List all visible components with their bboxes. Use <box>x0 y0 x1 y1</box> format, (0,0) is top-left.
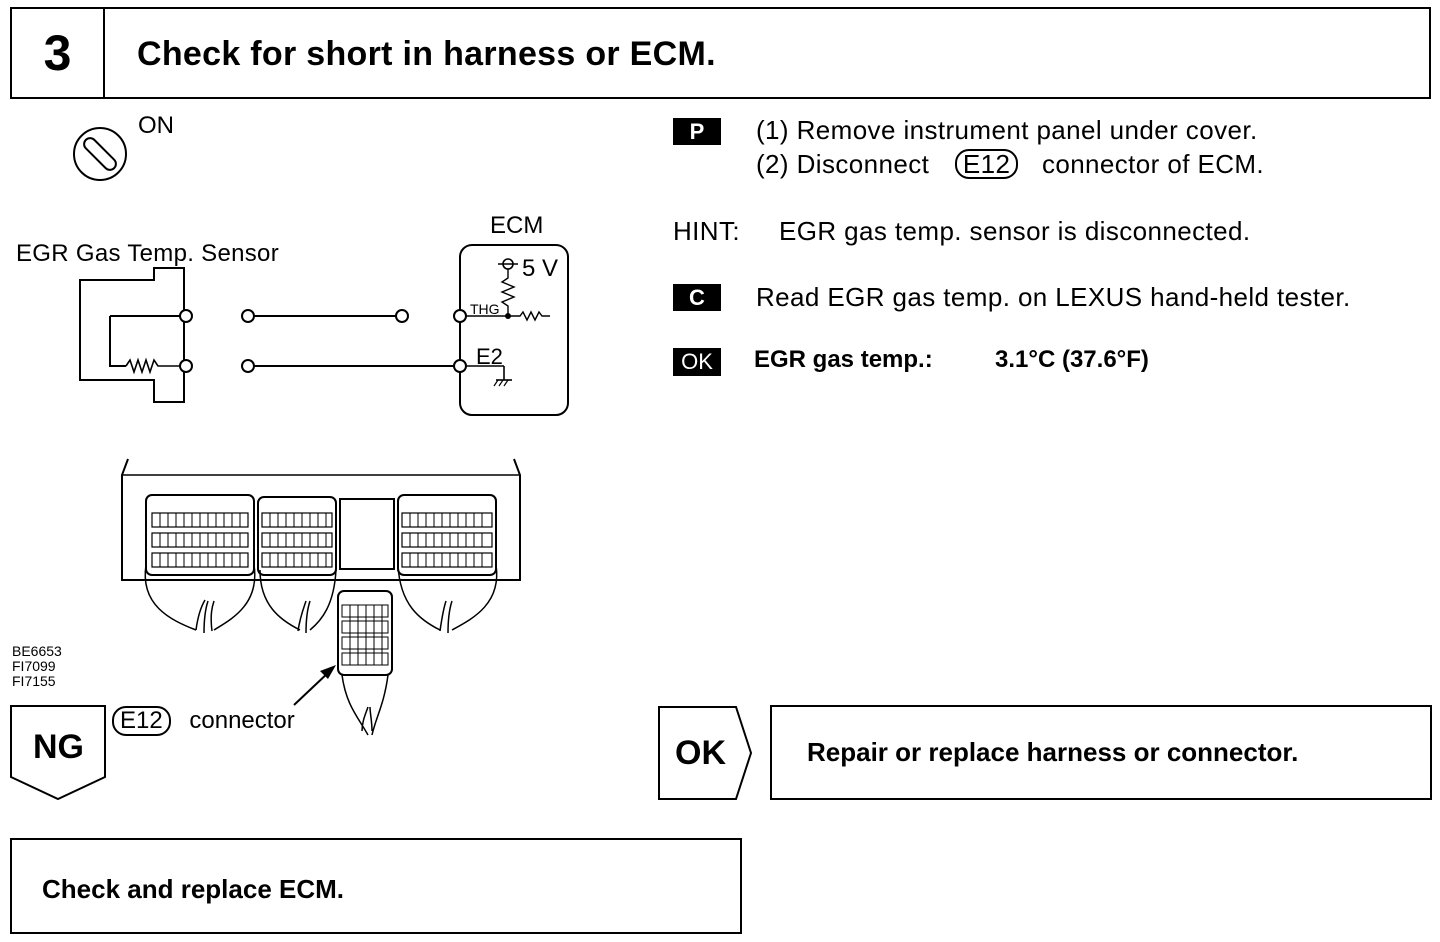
ok-result-label: OK <box>675 734 726 772</box>
step-number: 3 <box>12 9 105 97</box>
ignition-label: ON <box>138 112 174 139</box>
prep-badge: P <box>673 118 721 145</box>
prep-step-2: (2) Disconnect E12 connector of ECM. <box>756 149 1264 180</box>
connector-code: E12 <box>954 149 1019 179</box>
check-badge: C <box>673 284 721 311</box>
hint-text: EGR gas temp. sensor is disconnected. <box>779 216 1251 246</box>
prep-step-1: (1) Remove instrument panel under cover. <box>756 115 1258 145</box>
prep-step-2-prefix: (2) Disconnect <box>756 149 930 179</box>
ng-arrow-shape <box>10 705 106 801</box>
thg-label: THG <box>470 301 500 317</box>
figure-code: FI7155 <box>12 673 56 689</box>
page-title: Check for short in harness or ECM. <box>137 35 716 73</box>
wiring-diagram <box>79 244 569 416</box>
hint-label: HINT: <box>673 216 740 246</box>
ok-arrow-shape <box>658 706 753 800</box>
figure-code: BE6653 <box>12 643 62 659</box>
ecm-connector-illustration <box>121 458 521 736</box>
connector-code: E12 <box>112 706 171 736</box>
ignition-switch-icon <box>73 127 127 181</box>
ok-result-action: Repair or replace harness or connector. <box>807 737 1299 767</box>
ok-condition-label: EGR gas temp.: <box>754 346 933 373</box>
ecm-label: ECM <box>490 212 544 239</box>
ok-result-box: Repair or replace harness or connector. <box>770 705 1432 800</box>
voltage-label: 5 V <box>522 255 559 282</box>
ok-badge: OK <box>673 348 721 376</box>
step-header: 3 Check for short in harness or ECM. <box>10 7 1431 99</box>
e2-label: E2 <box>476 344 503 369</box>
ok-condition-value: 3.1°C (37.6°F) <box>995 346 1149 373</box>
check-text: Read EGR gas temp. on LEXUS hand-held te… <box>756 282 1351 312</box>
prep-step-2-suffix: connector of ECM. <box>1041 149 1265 179</box>
ng-label: NG <box>33 728 84 766</box>
ng-result-action: Check and replace ECM. <box>42 874 344 904</box>
figure-code: FI7099 <box>12 658 56 674</box>
connector-callout: E12 connector <box>112 706 295 736</box>
ng-result-box: Check and replace ECM. <box>10 838 742 934</box>
connector-label: connector <box>189 707 295 734</box>
sensor-label: EGR Gas Temp. Sensor <box>16 240 279 267</box>
